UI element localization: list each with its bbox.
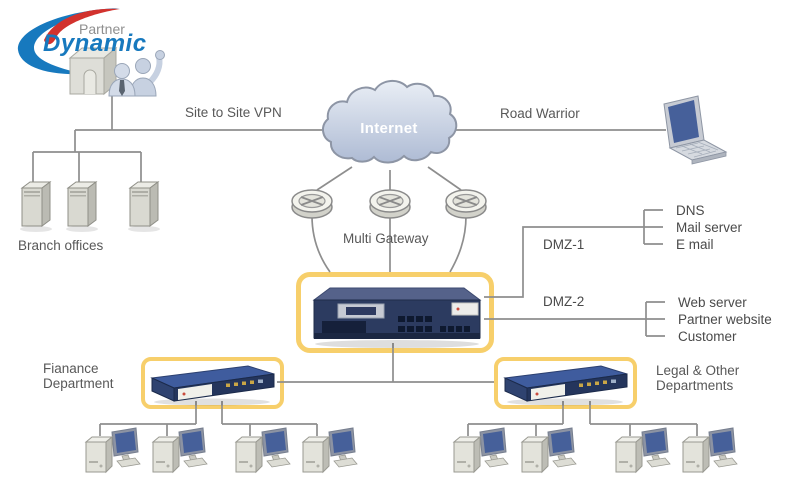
finance-label-line1: Fianance: [43, 361, 99, 376]
site-to-site-vpn-label: Site to Site VPN: [185, 105, 282, 120]
headquarters-icon: [68, 46, 165, 97]
legal-label-line1: Legal & Other: [656, 363, 740, 378]
dmz1-item-list: DNS Mail server E mail: [676, 202, 742, 253]
dmz1-item: DNS: [676, 203, 705, 218]
dmz2-item: Partner website: [678, 312, 772, 327]
road-warrior-label: Road Warrior: [500, 106, 580, 121]
legal-appliance-icon: [503, 365, 628, 406]
dmz1-label: DMZ-1: [543, 237, 585, 252]
internet-cloud-icon: [322, 80, 458, 164]
internet-label: Internet: [360, 120, 418, 137]
workstation-icon: [520, 427, 577, 474]
dmz2-item-list: Web server Partner website Customer: [678, 294, 772, 345]
logo-swoosh-icon: [17, 8, 120, 75]
gateway-icon: [445, 189, 487, 219]
dmz2-label: DMZ-2: [543, 294, 585, 309]
finance-label-line2: Department: [43, 376, 114, 391]
dmz2-item: Web server: [678, 295, 747, 310]
legal-label-line2: Departments: [656, 378, 734, 393]
multi-gateway-label: Multi Gateway: [343, 231, 429, 246]
branch-offices-label: Branch offices: [18, 238, 104, 253]
gateway-icon: [369, 189, 411, 219]
workstation-icon: [234, 427, 291, 474]
logo-dynamic-text: Dynamic: [43, 30, 147, 57]
legal-departments-label: Legal & Other Departments: [656, 363, 739, 393]
finance-appliance-icon: [150, 365, 275, 406]
laptop-icon: [663, 95, 728, 165]
branch-server-icon: [128, 181, 160, 232]
gateway-icon: [291, 189, 333, 219]
branch-server-icon: [20, 181, 52, 232]
workstation-icon: [84, 427, 141, 474]
dmz1-item: E mail: [676, 237, 714, 252]
logo-partner-text: Partner: [79, 21, 125, 37]
firewall-appliance-icon: [312, 287, 482, 348]
finance-department-label: Fianance Department: [43, 361, 114, 391]
branch-server-icon: [66, 181, 98, 232]
connector-lines: [32, 96, 698, 436]
dmz2-item: Customer: [678, 329, 737, 344]
workstation-icon: [151, 427, 208, 474]
workstation-icon: [614, 427, 671, 474]
workstation-icon: [452, 427, 509, 474]
workstation-icon: [681, 427, 738, 474]
workstation-icon: [301, 427, 358, 474]
dmz1-item: Mail server: [676, 220, 743, 235]
